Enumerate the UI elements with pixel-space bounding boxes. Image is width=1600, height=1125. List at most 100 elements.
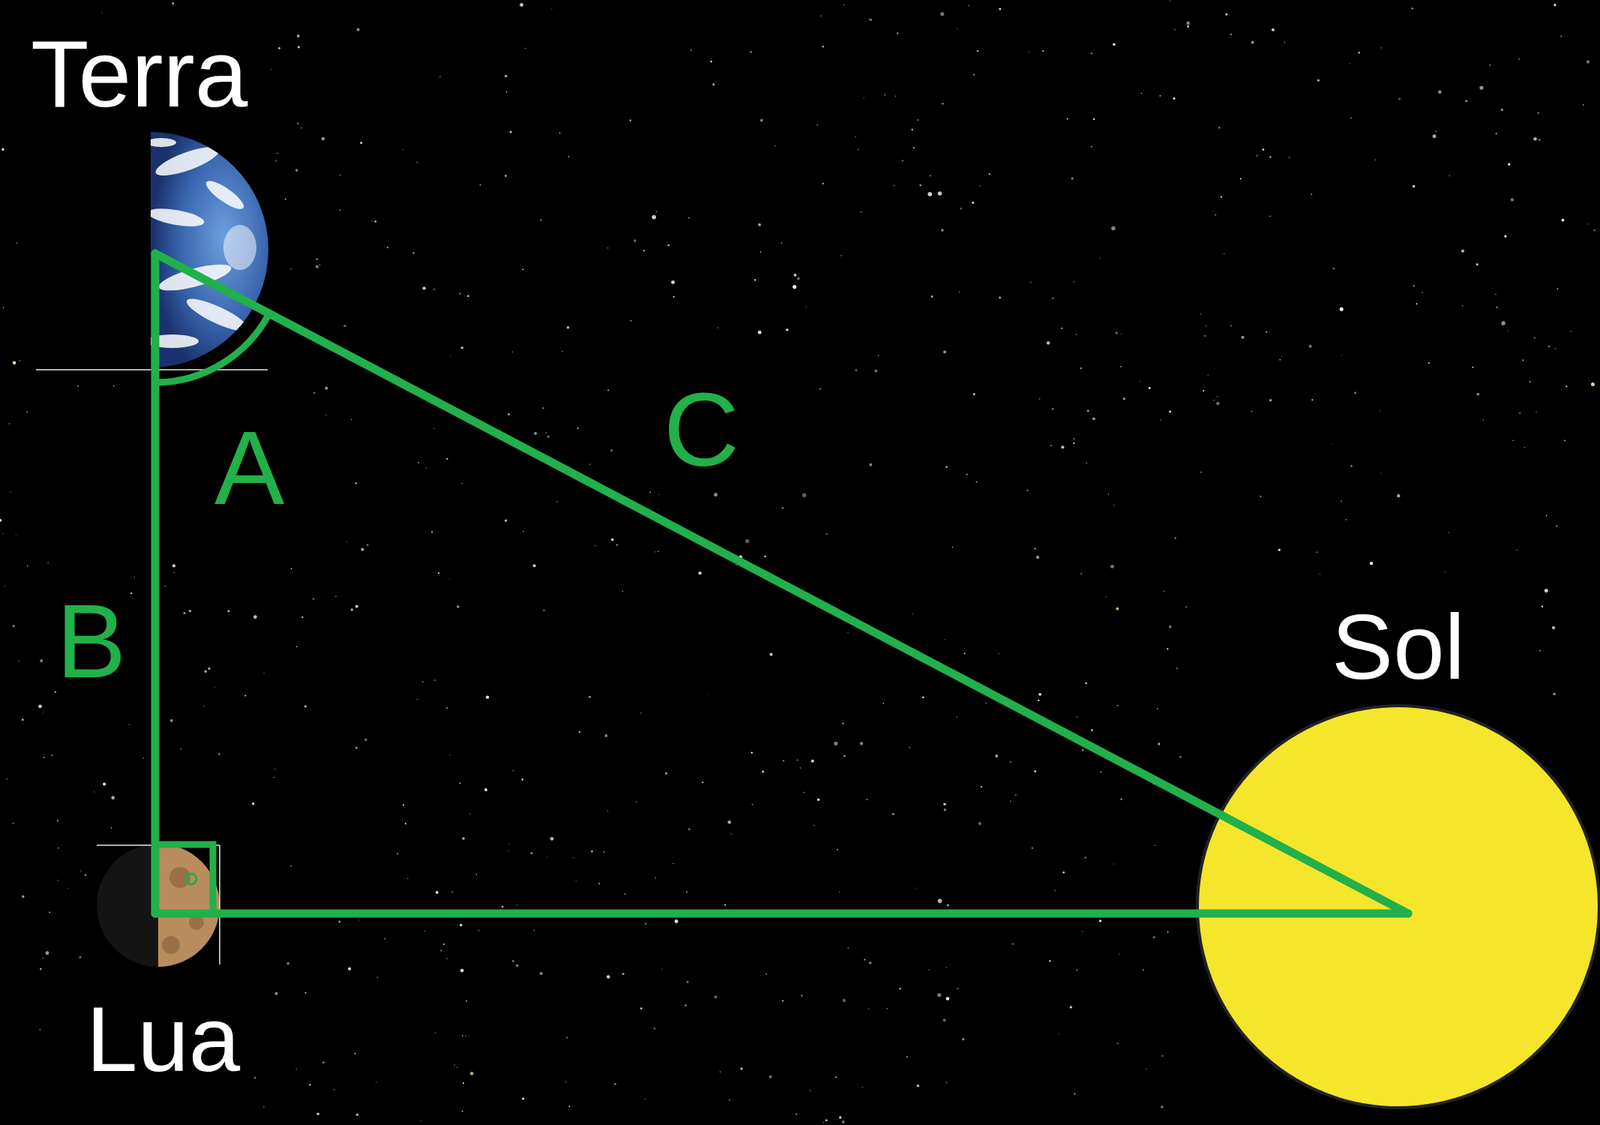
- star: [458, 293, 461, 295]
- star: [1075, 969, 1077, 971]
- star: [710, 60, 713, 63]
- star: [1548, 345, 1551, 348]
- star: [604, 734, 608, 738]
- star: [794, 273, 798, 277]
- star: [1251, 410, 1253, 412]
- star: [575, 880, 577, 881]
- star: [940, 11, 944, 16]
- star: [690, 49, 693, 51]
- star: [465, 1000, 468, 1002]
- star: [130, 592, 133, 595]
- star: [961, 1037, 965, 1040]
- star: [629, 119, 632, 121]
- star: [402, 803, 405, 806]
- star: [128, 724, 130, 726]
- star: [1060, 327, 1063, 330]
- star: [521, 1096, 525, 1100]
- star: [1038, 692, 1042, 696]
- star: [822, 182, 824, 185]
- star: [39, 659, 43, 663]
- star: [906, 1055, 908, 1058]
- star: [865, 798, 868, 800]
- star: [1116, 1042, 1118, 1044]
- star: [295, 168, 298, 171]
- star: [968, 5, 970, 6]
- star: [1159, 419, 1162, 421]
- star: [113, 385, 115, 387]
- star: [1028, 51, 1030, 53]
- star: [959, 207, 962, 210]
- star: [1141, 92, 1142, 94]
- star: [994, 754, 998, 758]
- star: [435, 890, 439, 894]
- star: [988, 173, 990, 175]
- star: [1113, 862, 1115, 864]
- star: [26, 565, 29, 567]
- earth-disk: [150, 131, 269, 368]
- star: [1039, 398, 1040, 399]
- star: [1076, 716, 1079, 718]
- star: [937, 191, 942, 195]
- star: [843, 4, 845, 6]
- star: [1447, 531, 1449, 533]
- star: [910, 128, 914, 132]
- star: [469, 812, 471, 814]
- star: [566, 326, 570, 329]
- star: [416, 161, 418, 163]
- star: [854, 368, 857, 372]
- star: [80, 869, 81, 871]
- star: [1529, 380, 1532, 383]
- star: [1495, 132, 1498, 135]
- star: [559, 132, 561, 135]
- star: [519, 2, 524, 7]
- star: [861, 1086, 863, 1088]
- cloud: [152, 140, 223, 181]
- star: [416, 698, 418, 700]
- star: [565, 1080, 567, 1082]
- star: [714, 994, 718, 998]
- star: [719, 1070, 721, 1072]
- star: [547, 856, 549, 857]
- star: [1495, 305, 1499, 309]
- star: [1311, 398, 1313, 401]
- star: [355, 746, 358, 749]
- star: [640, 712, 642, 714]
- star: [1261, 148, 1265, 151]
- star: [515, 964, 519, 968]
- star: [1476, 392, 1480, 396]
- star: [1099, 770, 1102, 773]
- star: [1087, 410, 1089, 412]
- star: [859, 741, 863, 745]
- star: [1495, 293, 1496, 295]
- star: [572, 856, 574, 858]
- star: [1259, 495, 1262, 498]
- star: [461, 1110, 464, 1112]
- star: [640, 1006, 643, 1010]
- star: [661, 967, 663, 969]
- star: [384, 937, 386, 939]
- star: [512, 351, 513, 353]
- star: [42, 956, 45, 959]
- star: [543, 609, 546, 612]
- star: [188, 609, 192, 612]
- star: [1510, 197, 1514, 201]
- star: [1582, 104, 1585, 106]
- star: [253, 614, 258, 619]
- star: [315, 265, 319, 269]
- star: [274, 768, 276, 770]
- star: [449, 356, 451, 357]
- star: [782, 759, 785, 762]
- star: [451, 890, 453, 893]
- star: [278, 47, 281, 50]
- star: [1026, 489, 1028, 492]
- star: [946, 996, 950, 1001]
- star: [1145, 1068, 1147, 1070]
- cloud: [146, 137, 177, 147]
- star: [1310, 193, 1313, 195]
- star: [811, 759, 815, 763]
- star: [1462, 305, 1463, 306]
- star: [512, 770, 515, 772]
- star: [1042, 50, 1044, 52]
- star: [658, 494, 660, 495]
- star: [956, 28, 958, 30]
